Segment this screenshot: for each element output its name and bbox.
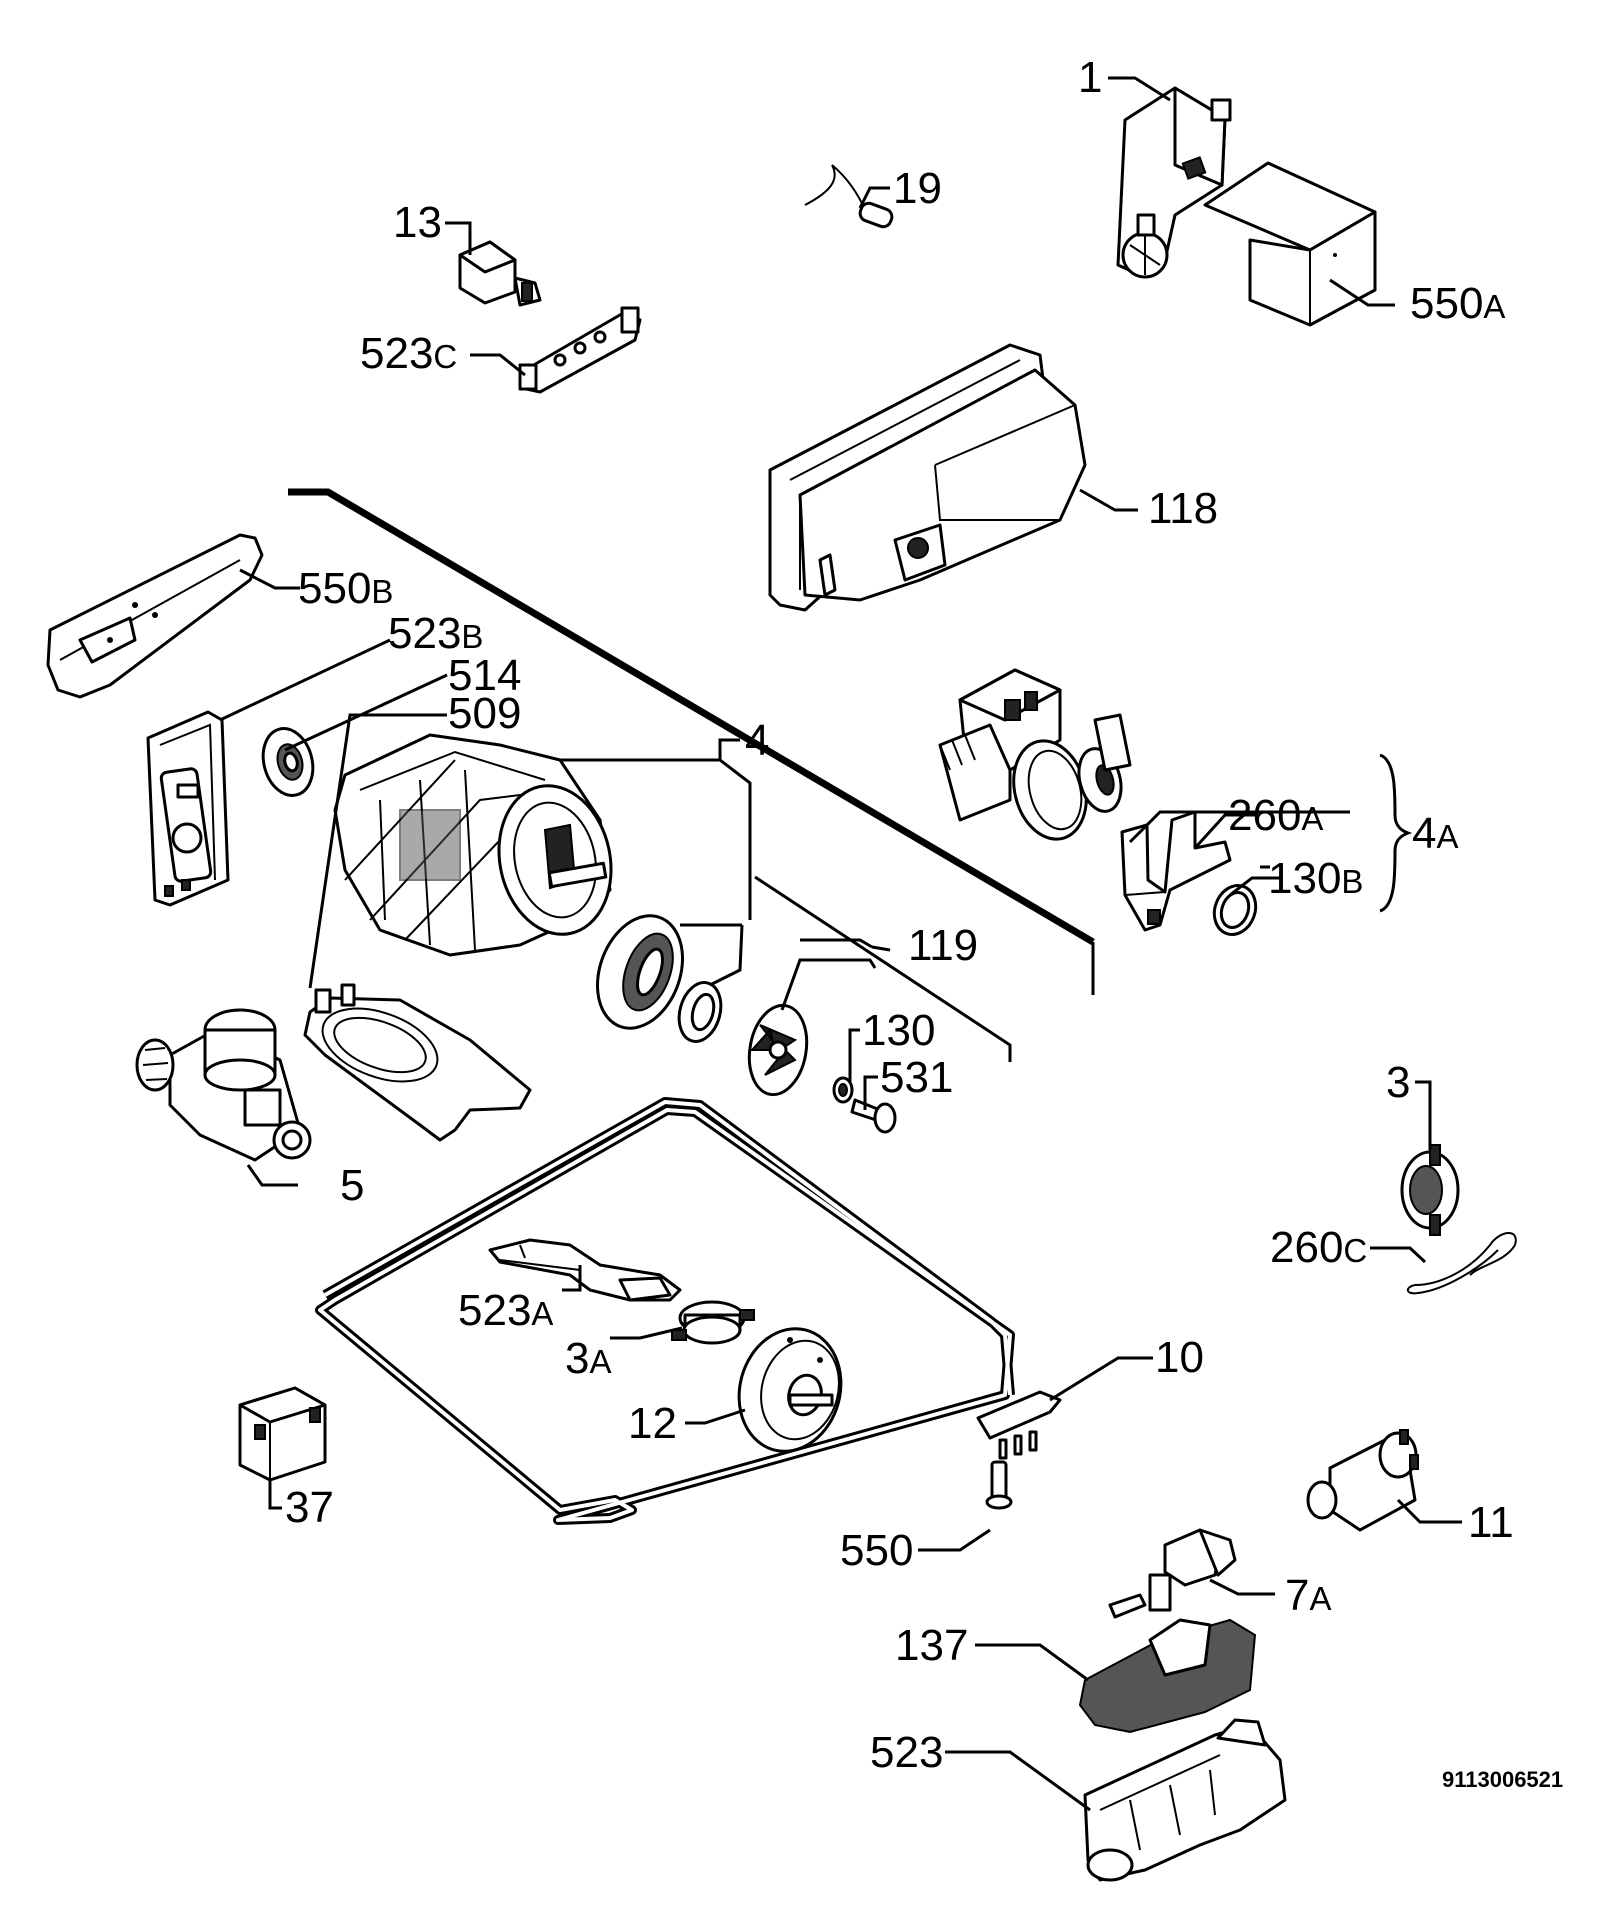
callout-7a-suffix: A <box>1309 1580 1331 1617</box>
callout-3: 3 <box>1386 1058 1410 1107</box>
callout-4a-number: 4 <box>1412 809 1436 858</box>
callout-labels: 1 19 13 550A 523C 118 550B 523B 514 509 … <box>285 53 1514 1777</box>
callout-523a-suffix: A <box>531 1295 553 1332</box>
callout-7a-number: 7 <box>1285 1571 1309 1620</box>
callout-7a: 7A <box>1285 1571 1332 1620</box>
callout-4a: 4A <box>1412 809 1459 858</box>
part-523a-bracket <box>488 1238 682 1302</box>
part-1-programmer <box>1116 86 1232 279</box>
callout-550a-suffix: A <box>1483 288 1505 325</box>
callout-260a-number: 260 <box>1228 791 1301 840</box>
part-pump-housing <box>595 914 685 1030</box>
assembly-line-4 <box>288 488 1095 995</box>
part-12-fan <box>737 1327 843 1453</box>
callout-3a-number: 3 <box>565 1334 589 1383</box>
callout-13: 13 <box>393 198 442 247</box>
part-523c-bracket <box>518 306 642 394</box>
part-3a-thermostat <box>671 1300 755 1345</box>
callout-523c-number: 523 <box>360 329 433 378</box>
part-260a-bracket <box>1120 810 1232 932</box>
part-7a-switch <box>1108 1528 1237 1619</box>
part-118-dispenser <box>768 343 1087 612</box>
leader-lines <box>219 76 1462 1812</box>
part-3-pressure-switch <box>1400 1144 1460 1236</box>
callout-118: 118 <box>1148 484 1218 533</box>
callout-19: 19 <box>893 164 942 213</box>
callout-4a-suffix: A <box>1436 818 1458 855</box>
callout-3a-suffix: A <box>589 1343 611 1380</box>
part-514-bearing <box>261 727 315 797</box>
part-drain-pump <box>938 668 1132 841</box>
part-5-valve <box>135 1008 312 1162</box>
callout-523b-number: 523 <box>388 609 461 658</box>
callout-119: 119 <box>908 921 978 970</box>
callout-523a-number: 523 <box>458 1286 531 1335</box>
callout-523c-suffix: C <box>433 338 457 375</box>
callout-12: 12 <box>628 1399 677 1448</box>
part-130b-oring <box>1212 884 1258 936</box>
part-13-switch <box>458 240 542 307</box>
part-531-screw <box>850 1098 897 1134</box>
part-130-ring <box>832 1076 854 1104</box>
part-137-filter <box>1078 1618 1257 1734</box>
callout-260a: 260A <box>1228 791 1323 840</box>
callout-260c-suffix: C <box>1343 1232 1367 1269</box>
callout-550b-number: 550 <box>298 564 371 613</box>
callout-550b: 550B <box>298 564 393 613</box>
callout-550a-number: 550 <box>1410 279 1483 328</box>
part-550b-cover <box>46 533 264 699</box>
callout-509: 509 <box>448 689 521 738</box>
callout-137: 137 <box>895 1621 968 1670</box>
callout-523b: 523B <box>388 609 483 658</box>
callout-130b-suffix: B <box>1341 863 1363 900</box>
callout-3a: 3A <box>565 1334 612 1383</box>
part-523b-plate <box>146 710 230 907</box>
callout-523a: 523A <box>458 1286 553 1335</box>
callout-531: 531 <box>880 1053 953 1102</box>
callout-130b-number: 130 <box>1268 854 1341 903</box>
callout-37: 37 <box>285 1483 334 1532</box>
callout-550: 550 <box>840 1526 913 1575</box>
callout-523c: 523C <box>360 329 457 378</box>
callout-130: 130 <box>862 1006 935 1055</box>
callout-5: 5 <box>340 1161 364 1210</box>
part-motor-bracket <box>303 983 532 1142</box>
part-37-box <box>238 1386 327 1482</box>
callout-1: 1 <box>1078 53 1102 102</box>
callout-260c-number: 260 <box>1270 1223 1343 1272</box>
callout-10: 10 <box>1155 1333 1204 1382</box>
reference-code: 9113006521 <box>1442 1767 1563 1792</box>
callout-523b-suffix: B <box>461 618 483 655</box>
callout-550b-suffix: B <box>371 573 393 610</box>
part-260c-clip <box>1406 1232 1517 1295</box>
part-11-capacitor <box>1306 1429 1419 1532</box>
part-550a-box <box>1203 161 1377 327</box>
part-523-tray <box>1083 1718 1287 1882</box>
callout-514: 514 <box>448 651 521 700</box>
part-impeller <box>747 1003 809 1097</box>
callout-130b: 130B <box>1268 854 1363 903</box>
part-19-sensor <box>804 164 894 229</box>
callout-11: 11 <box>1468 1498 1514 1547</box>
part-509-motor <box>333 733 613 957</box>
part-119-seal <box>677 981 723 1043</box>
callout-523: 523 <box>870 1728 943 1777</box>
callout-4: 4 <box>745 716 769 765</box>
part-10-heater <box>315 1097 1062 1525</box>
callout-550a: 550A <box>1410 279 1505 328</box>
callout-260c: 260C <box>1270 1223 1367 1272</box>
callout-260a-suffix: A <box>1301 800 1323 837</box>
part-550-plug <box>985 1460 1013 1510</box>
